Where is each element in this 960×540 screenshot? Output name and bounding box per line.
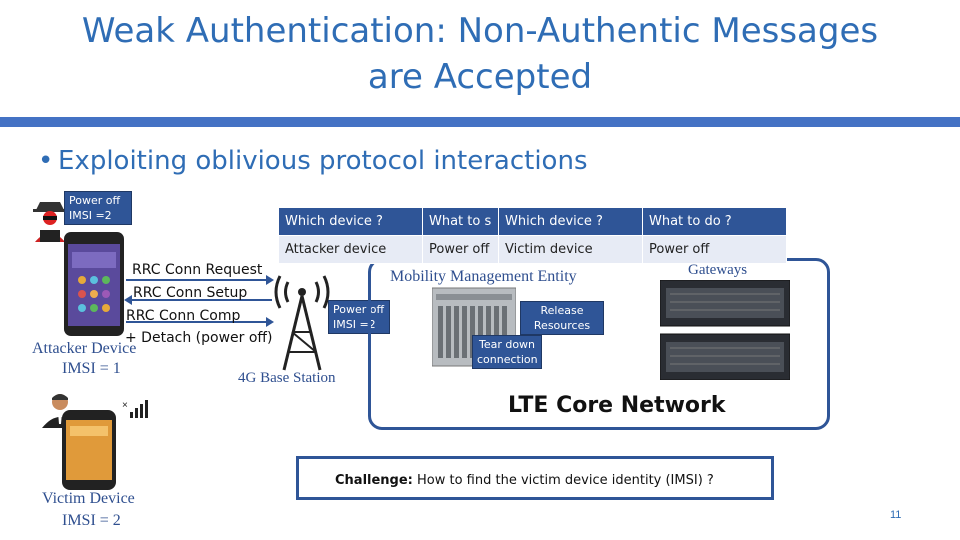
challenge-bold-label: Challenge: [335,473,413,488]
attacker-phone-icon [64,232,124,336]
command-table-victim: Which device ? What to do ? Victim devic… [498,207,787,264]
signal-strength-icon: × [122,400,148,418]
step-rrc-conn-comp: RRC Conn Comp [126,308,241,324]
victim-phone-icon [62,410,116,490]
challenge-box: Challenge: How to find the victim device… [296,456,774,500]
table-right-header-action: What to do ? [642,207,787,236]
step-detach: + Detach (power off) [125,330,273,346]
title-line-1: Weak Authentication: Non-Authentic Messa… [81,11,879,51]
tear-down-tag: Tear down connection [472,335,542,369]
title-line-2: are Accepted [367,57,593,97]
table-right-header-device: Which device ? [498,207,643,236]
command-table-attacker: Which device ? What to s Attacker device… [278,207,499,264]
title-divider [0,117,960,127]
attacker-device-label: Attacker Device [32,340,137,357]
table-left-value-action: Power off [422,235,499,264]
base-tag-line-1: Power off [333,303,385,316]
bullet-marker: • [38,146,54,176]
victim-imsi-label: IMSI = 2 [62,512,121,529]
teardown-line-1: Tear down [478,338,536,351]
gateway-servers-icon [660,280,790,380]
slide-title: Weak Authentication: Non-Authentic Messa… [0,8,960,100]
release-line-1: Release [540,304,584,317]
victim-device-label: Victim Device [42,490,135,507]
page-number: 11 [890,509,902,521]
attacker-imsi-label: IMSI = 1 [62,360,121,377]
table-left-header-action: What to s [422,207,499,236]
table-right-value-action: Power off [642,235,787,264]
base-station-power-off-tag: Power off IMSI =2 [328,300,390,334]
attacker-tag-line-2: IMSI =2 [69,209,112,222]
rrc-arrows [124,275,274,327]
table-right-value-device: Victim device [498,235,643,264]
attacker-tag-line-1: Power off [69,194,121,207]
release-resources-tag: Release Resources [520,301,604,335]
release-line-2: Resources [533,319,591,332]
attacker-power-off-tag: Power off IMSI =2 [64,191,132,225]
challenge-text: How to find the victim device identity (… [412,473,714,488]
table-left-header-device: Which device ? [278,207,423,236]
mme-label: Mobility Management Entity [390,268,577,285]
table-left-value-device: Attacker device [278,235,423,264]
step-rrc-conn-request: RRC Conn Request [132,262,263,278]
step-rrc-conn-setup: RRC Conn Setup [133,285,248,301]
victim-person-icon [42,394,78,428]
base-tag-line-2: IMSI =2 [333,318,376,331]
base-station-tower-icon [274,275,330,371]
bullet-text: Exploiting oblivious protocol interactio… [58,146,588,176]
svg-text:×: × [122,400,128,411]
lte-core-network-label: LTE Core Network [508,393,726,418]
teardown-line-2: connection [477,353,538,366]
hacker-icon [33,202,67,242]
gateways-label: Gateways [688,262,748,278]
base-station-label: 4G Base Station [238,370,336,386]
